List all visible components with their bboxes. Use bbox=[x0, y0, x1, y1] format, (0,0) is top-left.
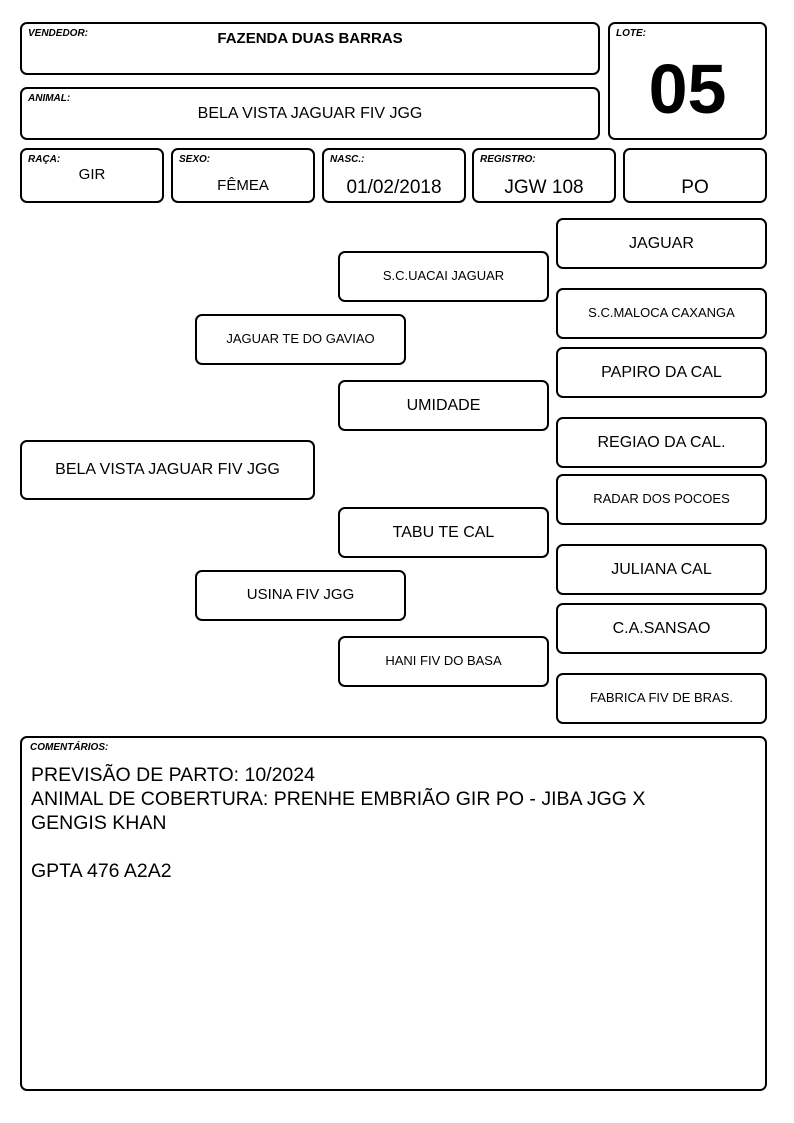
vendedor-value: FAZENDA DUAS BARRAS bbox=[217, 30, 403, 47]
pedigree-dam-dam: HANI FIV DO BASA bbox=[338, 636, 549, 687]
sexo-label: SEXO: bbox=[179, 154, 211, 165]
pedigree-dam: USINA FIV JGG bbox=[195, 570, 406, 621]
lote-box: LOTE: 05 bbox=[608, 22, 767, 140]
animal-label: ANIMAL: bbox=[28, 93, 71, 104]
pedigree-ggp: PAPIRO DA CAL bbox=[556, 347, 767, 398]
comments-text: PREVISÃO DE PARTO: 10/2024 ANIMAL DE COB… bbox=[31, 764, 646, 882]
lote-number: 05 bbox=[648, 50, 727, 128]
nasc-value: 01/02/2018 bbox=[346, 177, 442, 198]
pedigree-ggp-name: S.C.MALOCA CAXANGA bbox=[588, 305, 735, 321]
pedigree-ggp-name: RADAR DOS POCOES bbox=[593, 491, 730, 507]
sexo-value: FÊMEA bbox=[217, 177, 269, 194]
pedigree-dam-sire: TABU TE CAL bbox=[338, 507, 549, 558]
pedigree-dam-dam-name: HANI FIV DO BASA bbox=[385, 653, 502, 669]
raca-label: RAÇA: bbox=[28, 154, 61, 165]
pedigree-ggp: REGIAO DA CAL. bbox=[556, 417, 767, 468]
pedigree-ggp: RADAR DOS POCOES bbox=[556, 474, 767, 525]
pedigree-ggp: JAGUAR bbox=[556, 218, 767, 269]
pedigree-ggp-name: JULIANA CAL bbox=[611, 560, 712, 578]
comments-label: COMENTÁRIOS: bbox=[30, 742, 109, 753]
pedigree-animal: BELA VISTA JAGUAR FIV JGG bbox=[20, 440, 315, 500]
pedigree-ggp-name: JAGUAR bbox=[629, 234, 694, 252]
animal-box: ANIMAL: BELA VISTA JAGUAR FIV JGG bbox=[20, 87, 600, 140]
registro-value: JGW 108 bbox=[504, 177, 584, 198]
raca-box: RAÇA: GIR bbox=[20, 148, 164, 203]
comments-box: COMENTÁRIOS: PREVISÃO DE PARTO: 10/2024 … bbox=[20, 736, 767, 1091]
animal-name: BELA VISTA JAGUAR FIV JGG bbox=[197, 105, 423, 122]
raca-value: GIR bbox=[78, 166, 106, 183]
categoria-box: PO bbox=[623, 148, 767, 203]
pedigree-dam-sire-name: TABU TE CAL bbox=[392, 523, 495, 541]
pedigree-dam-name: USINA FIV JGG bbox=[246, 586, 355, 604]
pedigree-ggp-name: PAPIRO DA CAL bbox=[601, 363, 722, 381]
pedigree-sire-dam: UMIDADE bbox=[338, 380, 549, 431]
pedigree-animal-name: BELA VISTA JAGUAR FIV JGG bbox=[55, 461, 280, 479]
registro-label: REGISTRO: bbox=[480, 154, 536, 165]
sexo-box: SEXO: FÊMEA bbox=[171, 148, 315, 203]
vendedor-label: VENDEDOR: bbox=[28, 28, 89, 39]
pedigree-ggp: C.A.SANSAO bbox=[556, 603, 767, 654]
nasc-label: NASC.: bbox=[330, 154, 365, 165]
pedigree-ggp-name: REGIAO DA CAL. bbox=[597, 433, 726, 451]
registro-box: REGISTRO: JGW 108 bbox=[472, 148, 616, 203]
pedigree-sire-name: JAGUAR TE DO GAVIAO bbox=[226, 331, 375, 347]
lote-label: LOTE: bbox=[616, 28, 646, 39]
pedigree-ggp: S.C.MALOCA CAXANGA bbox=[556, 288, 767, 339]
pedigree-sire: JAGUAR TE DO GAVIAO bbox=[195, 314, 406, 365]
nasc-box: NASC.: 01/02/2018 bbox=[322, 148, 466, 203]
pedigree-sire-dam-name: UMIDADE bbox=[406, 396, 481, 414]
categoria-value: PO bbox=[681, 177, 709, 198]
pedigree-ggp: FABRICA FIV DE BRAS. bbox=[556, 673, 767, 724]
pedigree-sire-sire-name: S.C.UACAI JAGUAR bbox=[382, 268, 505, 284]
pedigree-ggp-name: C.A.SANSAO bbox=[612, 619, 711, 637]
vendedor-box: VENDEDOR: FAZENDA DUAS BARRAS bbox=[20, 22, 600, 75]
pedigree-sire-sire: S.C.UACAI JAGUAR bbox=[338, 251, 549, 302]
pedigree-ggp-name: FABRICA FIV DE BRAS. bbox=[589, 690, 734, 706]
pedigree-ggp: JULIANA CAL bbox=[556, 544, 767, 595]
